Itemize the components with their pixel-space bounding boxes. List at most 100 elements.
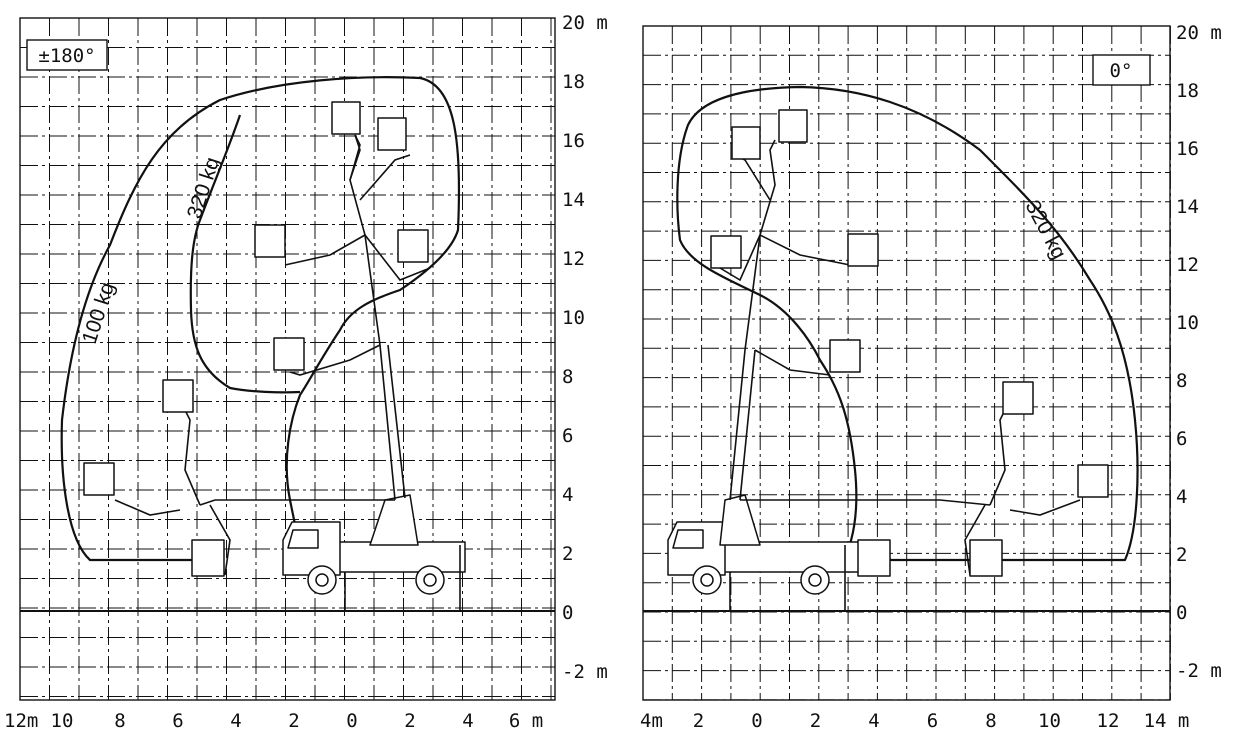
boom-horizontal [199, 499, 395, 506]
y-tick-label: 16 [562, 130, 585, 152]
boom-low [989, 409, 1006, 506]
y-tick-label: 10 [1176, 312, 1199, 334]
right-frame [642, 25, 1171, 701]
left-truck [282, 494, 466, 610]
right-label-320kg: 320 kg [1021, 197, 1071, 263]
y-tick-label: 20 m [562, 12, 608, 34]
left-frame [19, 17, 556, 701]
x-tick-label: 4 [462, 710, 473, 732]
boom-vertical [739, 349, 756, 501]
right-grid [642, 25, 1171, 701]
truck-hub-rear [423, 573, 437, 587]
x-tick-label: 4m [640, 710, 663, 732]
x-tick-label: 12 [1097, 710, 1120, 732]
basket [1077, 464, 1109, 498]
right-angle-label: 0° [1110, 60, 1133, 82]
x-tick-label: 4 [868, 710, 879, 732]
y-tick-label: 10 [562, 307, 585, 329]
left-y-axis-labels: 20 m 18 16 14 12 10 8 6 4 2 0 -2 m [562, 12, 608, 683]
basket [731, 126, 761, 160]
x-tick-label: 2 [404, 710, 415, 732]
basket [857, 539, 891, 577]
basket [273, 337, 305, 371]
left-label-320kg: 320 kg [183, 154, 224, 221]
x-tick-label: 2 [288, 710, 299, 732]
basket [162, 379, 194, 413]
y-tick-label: 4 [562, 484, 573, 506]
boom-mid [284, 234, 366, 266]
y-tick-label: 18 [562, 71, 585, 93]
boom-mid [714, 234, 761, 282]
right-x-axis-labels: 4m 2 0 2 4 6 8 10 12 14 m [640, 710, 1189, 732]
y-tick-label: 12 [1176, 254, 1199, 276]
y-tick-label: 16 [1176, 138, 1199, 160]
basket [191, 539, 225, 577]
basket [397, 229, 429, 263]
x-tick-label: 8 [114, 710, 125, 732]
y-tick-label: 2 [562, 543, 573, 565]
basket [969, 539, 1003, 577]
basket [377, 117, 407, 151]
truck-window [672, 529, 704, 549]
x-tick-label: 6 [172, 710, 183, 732]
x-tick-label: 6 [927, 710, 938, 732]
y-tick-label: -2 m [1176, 660, 1222, 682]
boom-vertical [349, 134, 396, 501]
y-tick-label: 0 [562, 602, 573, 624]
x-tick-label: 10 [51, 710, 74, 732]
y-tick-label: 20 m [1176, 22, 1222, 44]
boom-mid [754, 349, 831, 376]
right-boom-positions [710, 109, 1109, 577]
boom-low [114, 499, 181, 516]
basket [1002, 381, 1034, 415]
y-tick-label: 8 [562, 366, 573, 388]
x-tick-label: 8 [985, 710, 996, 732]
right-diagram: 0° 320 kg [640, 22, 1222, 732]
x-tick-label: 2 [810, 710, 821, 732]
basket [778, 109, 808, 143]
y-tick-label: 0 [1176, 602, 1187, 624]
boom-mid [759, 234, 851, 266]
y-tick-label: 12 [562, 248, 585, 270]
right-truck [667, 494, 866, 610]
boom-low [1009, 499, 1081, 516]
boom-upper [359, 154, 411, 201]
truck-window [287, 529, 319, 549]
truck-hub-front [315, 573, 329, 587]
x-tick-label: 0 [346, 710, 357, 732]
y-tick-label: 14 [562, 189, 585, 211]
y-tick-label: 6 [1176, 428, 1187, 450]
boom-mid [364, 234, 431, 281]
y-tick-label: 2 [1176, 544, 1187, 566]
turret [719, 494, 761, 546]
x-tick-label: 2 [693, 710, 704, 732]
y-tick-label: -2 m [562, 661, 608, 683]
boom-vertical [729, 139, 776, 501]
turret [369, 494, 419, 546]
y-tick-label: 8 [1176, 370, 1187, 392]
x-tick-label: 14 m [1144, 710, 1190, 732]
x-tick-label: 0 [751, 710, 762, 732]
boom-low [964, 504, 986, 576]
basket [847, 233, 879, 267]
left-envelope-100kg [60, 76, 461, 562]
truck-hub-rear [808, 573, 822, 587]
y-tick-label: 6 [562, 425, 573, 447]
left-angle-badge [26, 39, 108, 71]
boom-vertical [387, 344, 406, 499]
y-tick-label: 4 [1176, 486, 1187, 508]
basket [83, 462, 115, 496]
basket [331, 101, 361, 135]
boom-low [184, 409, 201, 506]
x-tick-label: 10 [1038, 710, 1061, 732]
truck-hub-front [700, 573, 714, 587]
boom-horizontal [740, 499, 991, 506]
boom-upper [349, 134, 361, 181]
x-tick-label: 12m [4, 710, 38, 732]
right-envelope-320kg [676, 85, 1139, 562]
boom-upper [734, 154, 771, 201]
y-tick-label: 14 [1176, 196, 1199, 218]
